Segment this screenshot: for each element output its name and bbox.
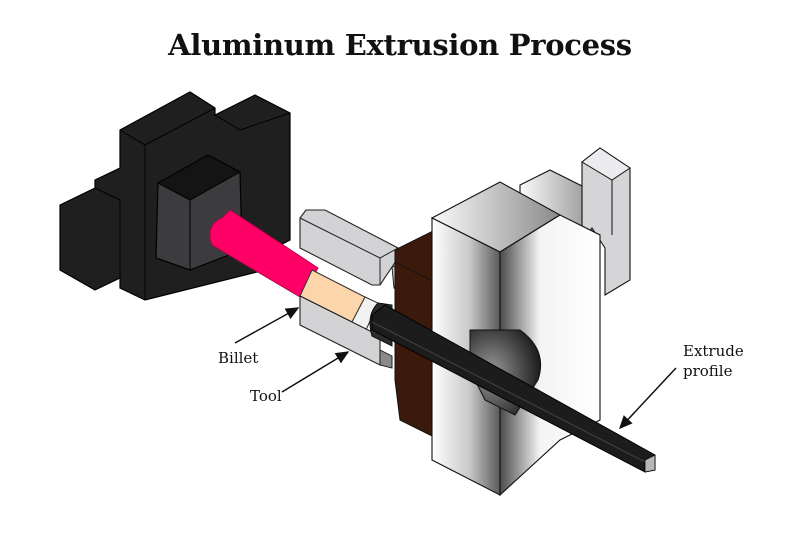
billet-label: Billet (218, 349, 259, 367)
billet-arrow (234, 307, 300, 344)
extrude-profile-label-line2: profile (683, 362, 733, 380)
extruded-profile (371, 304, 656, 473)
extrude-profile-label-line1: Extrude (683, 342, 744, 360)
extrude-profile-arrow (618, 367, 677, 430)
tool-arrow (281, 351, 350, 393)
tool-label: Tool (250, 387, 282, 405)
press-frame (430, 147, 631, 497)
diagram-title: Aluminum Extrusion Process (168, 28, 632, 62)
